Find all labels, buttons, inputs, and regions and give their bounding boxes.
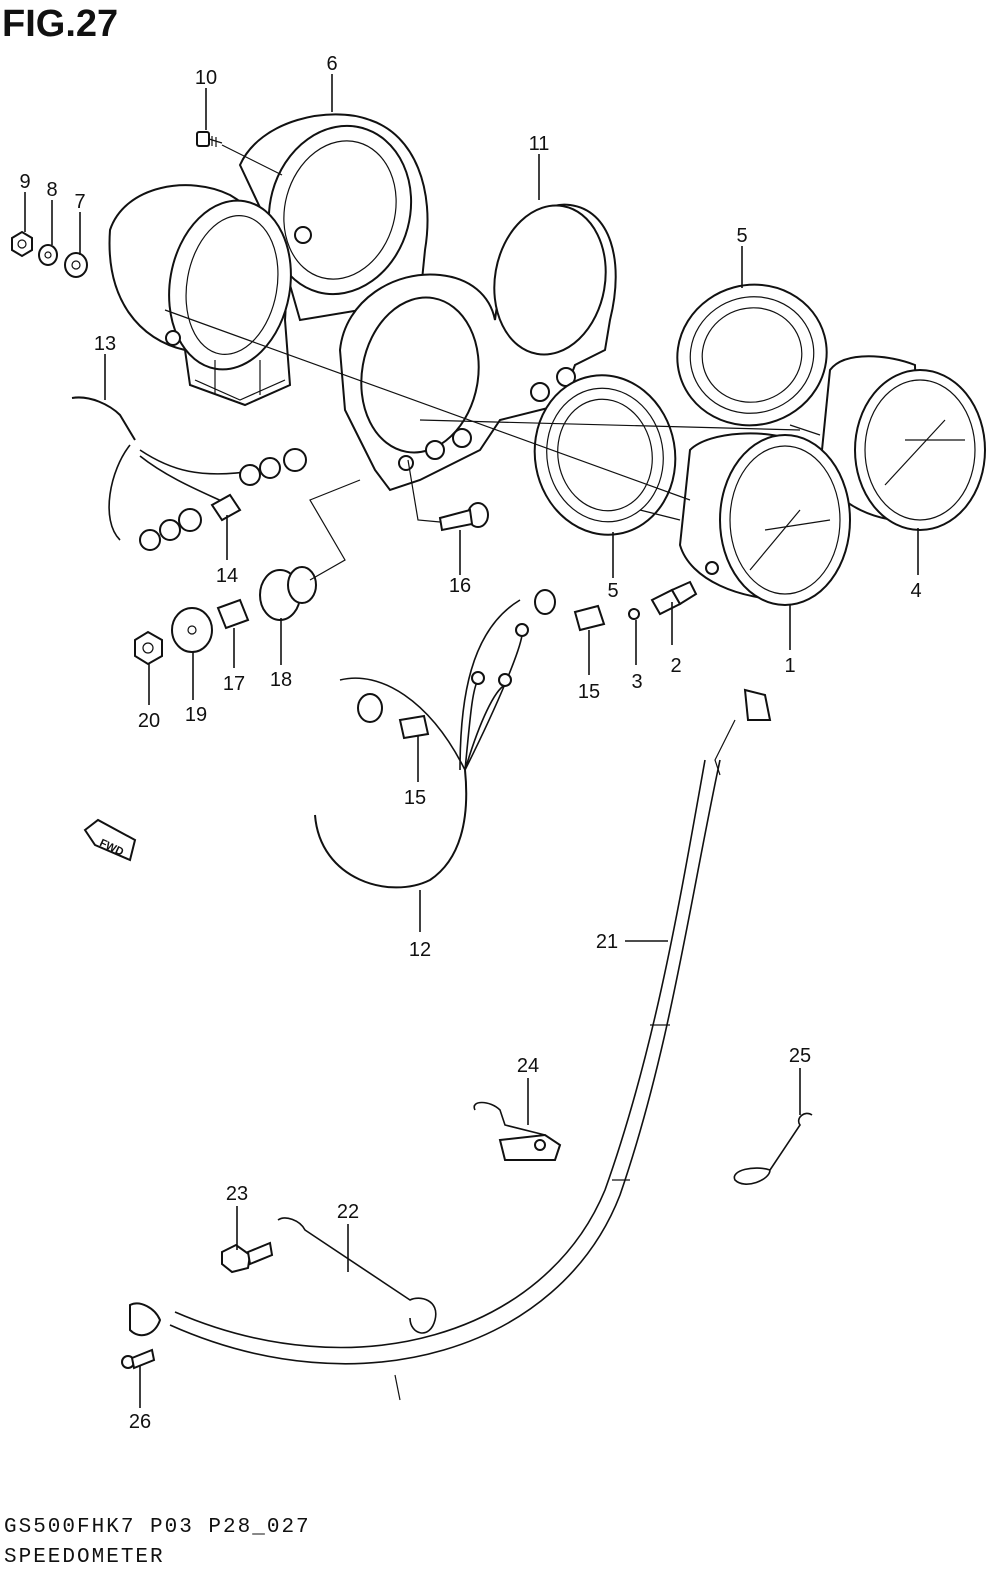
diagram-name: SPEEDOMETER — [4, 1546, 165, 1569]
washer-19 — [171, 607, 213, 653]
callout-24: 24 — [517, 1055, 539, 1077]
assembly-line — [407, 459, 441, 523]
nut-20 — [134, 630, 163, 666]
callout-22: 22 — [337, 1201, 359, 1223]
bulb-17 — [216, 598, 250, 630]
speedometer-cable — [129, 688, 772, 1401]
callout-5-lower: 5 — [607, 580, 618, 602]
socket-18 — [259, 566, 317, 621]
callout-21: 21 — [596, 931, 618, 953]
callout-7: 7 — [74, 191, 85, 213]
callout-11: 11 — [529, 133, 550, 155]
figure-title: FIG.27 — [2, 3, 118, 45]
callout-12: 12 — [409, 939, 431, 961]
assembly-line — [221, 144, 283, 176]
callout-9: 9 — [19, 171, 30, 193]
callout-13: 13 — [94, 333, 116, 355]
washer-8 — [38, 244, 58, 266]
callout-1: 1 — [784, 655, 795, 677]
cushion-7 — [64, 252, 88, 278]
fitting-2 — [650, 580, 698, 616]
bolt-23 — [221, 1241, 274, 1274]
fwd-arrow: FWD — [83, 818, 137, 862]
screw-10 — [196, 131, 223, 147]
assembly-line — [419, 419, 801, 431]
callout-10: 10 — [195, 67, 217, 89]
callout-17: 17 — [223, 673, 245, 695]
ring-cushion-lower — [533, 374, 677, 536]
callout-25: 25 — [789, 1045, 811, 1067]
nut-9 — [11, 230, 33, 258]
callout-3: 3 — [631, 671, 642, 693]
callout-18: 18 — [270, 669, 292, 691]
harness-12 — [314, 589, 606, 889]
tachometer — [789, 355, 986, 531]
assembly-line — [309, 479, 361, 581]
screw-16 — [438, 502, 489, 532]
callout-26: 26 — [129, 1411, 151, 1433]
meter-bezel — [338, 203, 617, 492]
ring-cushion-upper — [676, 283, 828, 427]
callout-15-left: 15 — [404, 787, 426, 809]
clamp-25 — [733, 1112, 813, 1185]
callout-16: 16 — [449, 575, 471, 597]
meter-case — [108, 113, 429, 407]
callout-15-right: 15 — [578, 681, 600, 703]
callout-4: 4 — [910, 580, 921, 602]
screw-3 — [628, 608, 640, 620]
leader-lines — [24, 74, 919, 1408]
diagram-code: GS500FHK7 P03 P28_027 — [4, 1516, 311, 1539]
callout-2: 2 — [670, 655, 681, 677]
callout-23: 23 — [226, 1183, 248, 1205]
harness-13 — [71, 396, 307, 551]
assembly-line — [164, 309, 691, 501]
clamp-22 — [277, 1217, 437, 1334]
callout-6: 6 — [326, 53, 337, 75]
callout-numbers: 1 2 3 4 5 5 6 7 8 9 10 11 12 13 14 15 15… — [19, 53, 921, 1433]
callout-8: 8 — [46, 179, 57, 201]
bracket-24 — [473, 1101, 562, 1161]
callout-14: 14 — [216, 565, 238, 587]
callout-20: 20 — [138, 710, 160, 732]
screw-26 — [121, 1348, 156, 1370]
callout-5-upper: 5 — [736, 225, 747, 247]
speedometer — [639, 432, 851, 606]
callout-19: 19 — [185, 704, 207, 726]
